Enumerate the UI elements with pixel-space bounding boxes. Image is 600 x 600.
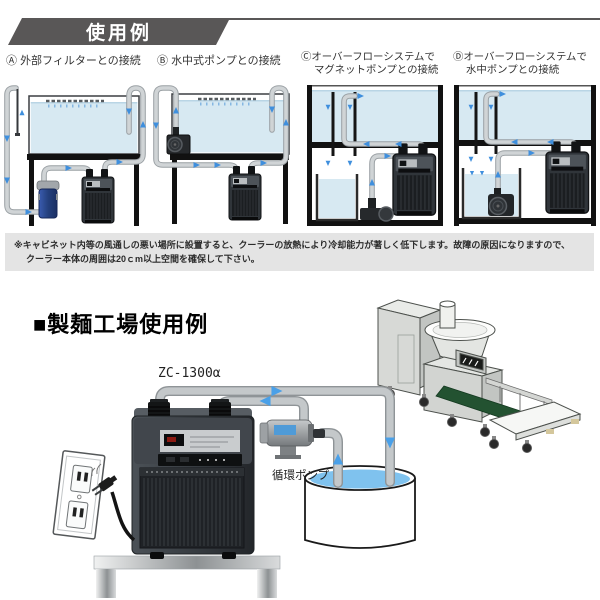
caution-note: ※キャビネット内等の風通しの悪い場所に設置すると、クーラーの放熱により冷却能力が… [5, 233, 594, 271]
work-table [93, 555, 281, 598]
external-filter-icon [36, 180, 60, 219]
factory-illustration [52, 299, 582, 598]
diagram-overflow-submersible-pump [454, 85, 596, 226]
chiller-icon [81, 168, 115, 224]
diagram-overflow-magnet-pump [307, 85, 443, 226]
section-header-band: 使用例 [8, 18, 230, 45]
circle-d-mark: Ⓓ [453, 52, 464, 63]
cabinet-frame [591, 85, 596, 226]
chiller-icon [228, 165, 262, 221]
usage-example-d-label: Ⓓオーバーフローシステムで 水中ポンプとの接続 [453, 52, 587, 76]
hose-suction [318, 429, 342, 487]
submersible-pump-icon [488, 188, 514, 216]
plug-motion-lines [91, 463, 102, 477]
pump-outlet [313, 429, 325, 438]
power-outlet [52, 450, 106, 540]
aquarium-water [30, 102, 138, 154]
ventilation-grille [139, 467, 245, 549]
factory-section-heading: ■製麺工場使用例 [33, 312, 209, 337]
magnet-pump-icon [360, 198, 394, 222]
usage-example-b-label: Ⓑ 水中式ポンプとの接続 [157, 55, 281, 67]
section-header-title: 使用例 [85, 23, 152, 44]
power-plug [91, 475, 118, 496]
aquarium-water [459, 90, 591, 140]
caution-note-line1: ※キャビネット内等の風通しの悪い場所に設置すると、クーラーの放熱により冷却能力が… [14, 240, 570, 250]
sump-water [319, 179, 355, 218]
header-rule [224, 18, 600, 20]
submersible-pump-icon [166, 127, 191, 155]
tank-stand [134, 160, 139, 226]
usage-example-c-label: Ⓒオーバーフローシステムで マグネットポンプとの接続 [301, 52, 439, 76]
circle-b-mark: Ⓑ [157, 55, 168, 67]
caution-note-line2: クーラー本体の周囲は20ｃm以上空間を確保して下さい。 [26, 254, 260, 264]
aquarium-water [173, 100, 288, 153]
usage-example-a-label: Ⓐ 外部フィルターとの接続 [6, 55, 141, 67]
noodle-machine [376, 299, 582, 453]
cabinet-frame [438, 85, 443, 226]
tank-stand [283, 160, 288, 224]
circulation-pump [259, 419, 325, 459]
chiller-model-label: ZC-1300α [158, 366, 221, 381]
pipe-left [5, 86, 42, 214]
aquarium-water [312, 90, 438, 142]
circulation-pump-label: 循環ポンプ [272, 470, 330, 482]
diagram-submersible-pump [153, 85, 290, 224]
chiller-unit [131, 399, 255, 559]
circle-a-mark: Ⓐ [6, 55, 17, 67]
circle-c-mark: Ⓒ [301, 52, 312, 63]
pump-label-plate [274, 425, 296, 435]
chiller-icon [545, 140, 590, 214]
pipe-return [103, 86, 145, 175]
power-cord [110, 491, 136, 542]
chiller-icon [392, 142, 437, 216]
diagram-external-filter [4, 85, 146, 226]
pipe-return [249, 86, 288, 173]
